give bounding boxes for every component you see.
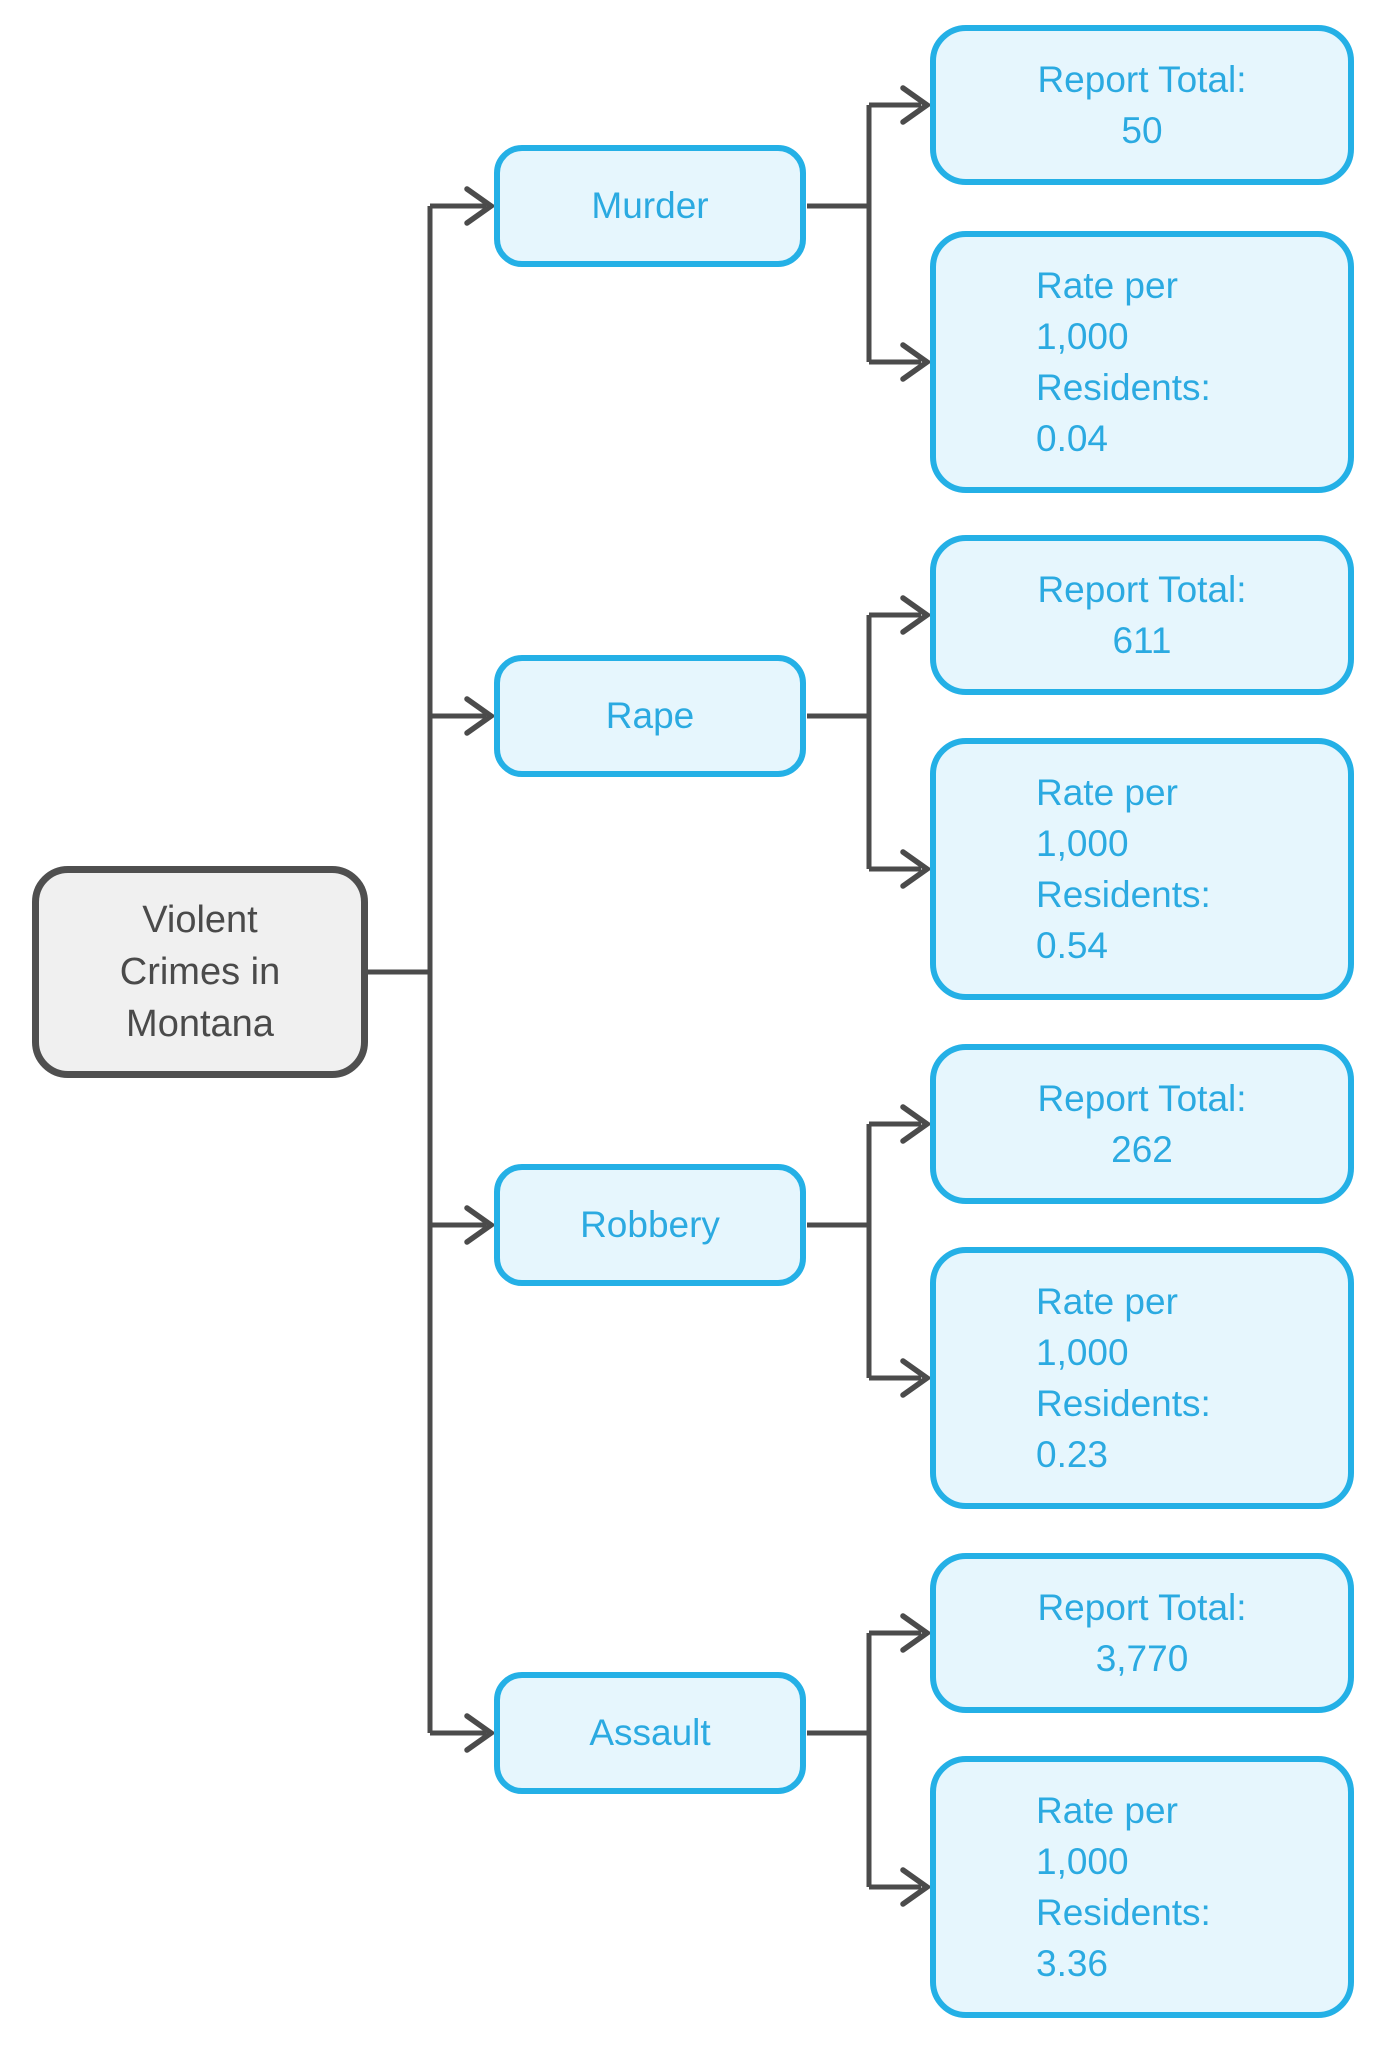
category-node-rape: Rape (494, 655, 806, 777)
leaf-label: Report Total: (1037, 1078, 1247, 1119)
arrowhead-murder-rate (900, 342, 932, 382)
arrowhead-murder-report (900, 85, 932, 125)
root-node-violent-crimes: Violent Crimes in Montana (32, 866, 368, 1078)
leaf-value: 262 (1111, 1129, 1173, 1170)
arrowhead-assault-report (900, 1613, 932, 1653)
leaf-node-rape-rate: Rate per 1,000 Residents: 0.54 (930, 738, 1354, 1000)
leaf-value: 3,770 (1095, 1638, 1189, 1679)
arrowhead-robbery-rate (900, 1358, 932, 1398)
leaf-label: Rate per 1,000 Residents: (1036, 1790, 1211, 1933)
leaf-node-assault-rate: Rate per 1,000 Residents: 3.36 (930, 1756, 1354, 2018)
leaf-node-assault-report-total: Report Total: 3,770 (930, 1553, 1354, 1713)
arrowhead-assault-rate (900, 1867, 932, 1907)
arrowhead-rape-rate (900, 849, 932, 889)
category-node-robbery: Robbery (494, 1164, 806, 1286)
arrowhead-murder (464, 186, 496, 226)
leaf-node-robbery-rate: Rate per 1,000 Residents: 0.23 (930, 1247, 1354, 1509)
category-label: Robbery (580, 1204, 720, 1245)
leaf-node-murder-report-total: Report Total: 50 (930, 25, 1354, 185)
arrowhead-rape (464, 696, 496, 736)
arrowhead-robbery (464, 1205, 496, 1245)
leaf-label: Rate per 1,000 Residents: (1036, 1281, 1211, 1424)
leaf-node-murder-rate: Rate per 1,000 Residents: 0.04 (930, 231, 1354, 493)
category-label: Assault (589, 1712, 711, 1753)
category-label: Rape (605, 695, 695, 736)
leaf-value: 0.04 (1036, 418, 1109, 459)
leaf-node-robbery-report-total: Report Total: 262 (930, 1044, 1354, 1204)
leaf-label: Rate per 1,000 Residents: (1036, 265, 1211, 408)
leaf-label: Rate per 1,000 Residents: (1036, 772, 1211, 915)
arrowhead-assault (464, 1713, 496, 1753)
leaf-value: 0.54 (1036, 925, 1109, 966)
leaf-label: Report Total: (1037, 59, 1247, 100)
category-label: Murder (591, 185, 709, 226)
leaf-label: Report Total: (1037, 569, 1247, 610)
leaf-label: Report Total: (1037, 1587, 1247, 1628)
leaf-value: 3.36 (1036, 1943, 1109, 1984)
leaf-node-rape-report-total: Report Total: 611 (930, 535, 1354, 695)
category-node-murder: Murder (494, 145, 806, 267)
leaf-value: 0.23 (1036, 1434, 1109, 1475)
category-node-assault: Assault (494, 1672, 806, 1794)
leaf-value: 611 (1112, 620, 1172, 661)
root-node-label: Violent Crimes in Montana (119, 899, 281, 1045)
arrowhead-robbery-report (900, 1104, 932, 1144)
arrowhead-rape-report (900, 595, 932, 635)
leaf-value: 50 (1121, 110, 1163, 151)
